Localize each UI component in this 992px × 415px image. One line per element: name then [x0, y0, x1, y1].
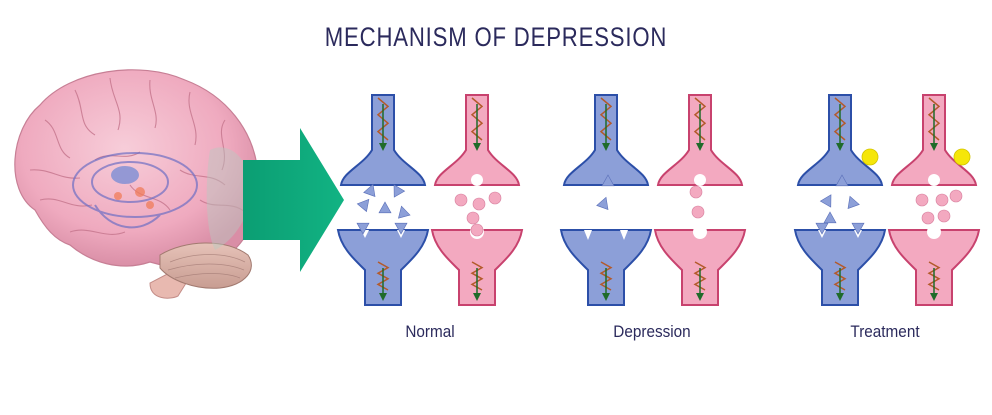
neurotransmitter-circle — [921, 211, 935, 225]
neurotransmitter-triangle — [378, 201, 392, 214]
neurotransmitter-triangle — [819, 194, 832, 208]
neurotransmitter-circle — [937, 209, 951, 223]
drug-molecule — [861, 148, 879, 166]
neurotransmitter-triangle — [847, 195, 860, 210]
drug-molecule — [953, 148, 971, 166]
neurotransmitter-circle — [466, 211, 480, 225]
postsynaptic-terminal — [653, 229, 747, 306]
label-normal: Normal — [405, 322, 455, 341]
signal-arrowhead — [379, 143, 387, 151]
neurotransmitter-triangle — [596, 196, 609, 211]
postsynaptic-terminal — [430, 229, 524, 306]
synapse-panel-1 — [336, 94, 524, 306]
neurotransmitter-circle — [454, 193, 468, 207]
neurotransmitter-triangle — [393, 184, 406, 198]
neurotransmitter-circle — [689, 185, 703, 199]
vesicle-release — [928, 174, 940, 186]
signal-arrowhead — [696, 143, 704, 151]
vesicle-release — [694, 174, 706, 186]
brain-illustration — [14, 69, 260, 299]
signal-arrowhead — [602, 143, 610, 151]
signal-arrowhead — [379, 293, 387, 301]
postsynaptic-terminal — [793, 229, 887, 306]
signal-arrowhead — [473, 293, 481, 301]
signal-arrowhead — [602, 293, 610, 301]
vesicle-release — [471, 174, 483, 186]
limbic-system — [72, 152, 198, 229]
neurotransmitter-circle — [949, 189, 963, 203]
page-title: MECHANISM OF DEPRESSION — [324, 22, 668, 52]
signal-arrowhead — [836, 293, 844, 301]
neurotransmitter-circle — [470, 223, 484, 237]
signal-arrowhead — [473, 143, 481, 151]
receptor-site — [927, 225, 941, 239]
neurotransmitter-triangle — [823, 211, 837, 224]
neurotransmitter-triangle — [356, 222, 370, 235]
receptor-site — [620, 230, 628, 240]
postsynaptic-terminal — [887, 229, 981, 306]
neurotransmitter-triangle — [851, 222, 865, 235]
label-treatment: Treatment — [850, 322, 920, 341]
receptor-site — [584, 230, 592, 240]
neurotransmitter-triangle — [398, 205, 411, 219]
receptor-site — [693, 225, 707, 239]
neurotransmitter-triangle — [363, 183, 376, 198]
postsynaptic-terminal — [559, 229, 653, 306]
signal-arrowhead — [696, 293, 704, 301]
synapse-panel-3 — [793, 94, 981, 306]
transition-arrow — [243, 128, 344, 272]
neurotransmitter-triangle — [835, 174, 849, 187]
neurotransmitter-triangle — [394, 222, 408, 235]
synapse-panel-2 — [559, 94, 747, 306]
neurotransmitter-triangle — [815, 222, 829, 235]
signal-arrowhead — [930, 143, 938, 151]
neurotransmitter-circle — [472, 197, 486, 211]
signal-arrowhead — [930, 293, 938, 301]
neurotransmitter-circle — [691, 205, 705, 219]
neurotransmitter-circle — [935, 193, 949, 207]
label-depression: Depression — [613, 322, 691, 341]
signal-arrowhead — [836, 143, 844, 151]
neurotransmitter-circle — [488, 191, 502, 205]
neurotransmitter-circle — [915, 193, 929, 207]
postsynaptic-terminal — [336, 229, 430, 306]
neurotransmitter-triangle — [356, 198, 370, 213]
neurotransmitter-triangle — [601, 174, 615, 187]
